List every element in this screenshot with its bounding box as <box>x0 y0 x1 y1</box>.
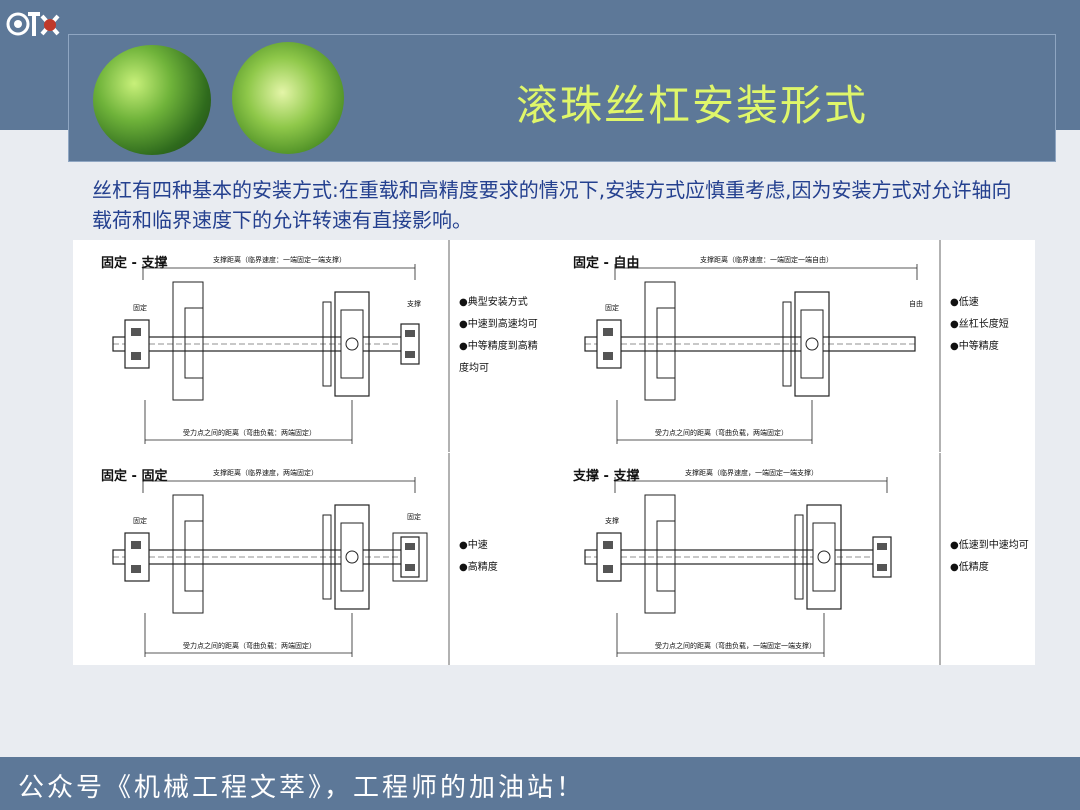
right-end-label: 支撑 <box>407 299 421 308</box>
left-bearing-ball <box>603 352 613 360</box>
mounting-notes: ●低速 ●丝杠长度短 ●中等精度 <box>950 292 1009 358</box>
left-end-label: 固定 <box>133 516 147 525</box>
mounting-panel: 支撑距离（临界速度，一端固定一端支撑） 受力点之间的距离（弯曲负载，一端固定一端支… <box>545 453 1035 665</box>
right-bearing-ball <box>877 543 887 550</box>
note-item: ●低速到中速均可 <box>950 540 1029 551</box>
ballscrew-diagram: 支撑距离（临界速度，两端固定） 受力点之间的距离（弯曲负载：两端固定） 固定 固定 <box>112 453 450 665</box>
note-item: ●低精度 <box>950 562 989 573</box>
nut-flange <box>782 301 792 387</box>
ballscrew-diagram: 支撑距离（临界速度，一端固定一端支撑） 受力点之间的距离（弯曲负载，一端固定一端支… <box>584 453 941 665</box>
left-housing-inner <box>656 520 676 592</box>
ball-nut <box>334 504 370 610</box>
footer-text: 公众号《机械工程文萃》，工程师的加油站！ <box>18 773 586 803</box>
mounting-notes: ●中速 ●高精度 <box>459 535 498 579</box>
left-bearing <box>124 319 150 369</box>
bottom-dimension-label: 受力点之间的距离（弯曲负载：两端固定） <box>183 641 316 650</box>
note-item: ●高精度 <box>459 562 498 573</box>
note-item: ●中速 <box>459 540 488 551</box>
ball-nut-body <box>340 522 364 592</box>
mounting-type-title: 支撑 - 支撑 <box>573 469 640 484</box>
left-bearing-ball <box>131 565 141 573</box>
mounting-type-title: 固定 - 自由 <box>573 256 640 271</box>
mounting-notes: ●低速到中速均可 ●低精度 <box>950 535 1029 579</box>
ball-nut-body <box>800 309 824 379</box>
ballscrew-diagram: 支撑距离（临界速度：一端固定一端支撑） 受力点之间的距离（弯曲负载：两端固定） 固定… <box>112 240 450 452</box>
right-fixed-housing <box>392 532 428 582</box>
bottom-dimension-label: 受力点之间的距离（弯曲负载：两端固定） <box>183 428 316 437</box>
nut-flange <box>794 514 804 600</box>
right-bearing-ball <box>405 351 415 358</box>
right-bearing-ball <box>405 330 415 337</box>
right-bearing-ball <box>405 564 415 571</box>
left-housing-inner <box>184 307 204 379</box>
left-housing-inner <box>184 520 204 592</box>
ball-nut <box>806 504 842 610</box>
intro-paragraph: 丝杠有四种基本的安装方式:在重载和高精度要求的情况下,安装方式应慎重考虑,因为安… <box>92 178 1012 232</box>
ball-nut <box>334 291 370 397</box>
left-bearing-ball <box>131 328 141 336</box>
ball-nut <box>794 291 830 397</box>
top-dimension-label: 支撑距离（临界速度：一端固定一端自由） <box>700 255 833 264</box>
bottom-dimension-label: 受力点之间的距离（弯曲负载，两端固定） <box>655 428 788 437</box>
top-dimension-label: 支撑距离（临界速度，一端固定一端支撑） <box>685 468 818 477</box>
left-bearing-ball <box>603 541 613 549</box>
ball-nut-body <box>812 522 836 592</box>
page-title: 滚珠丝杠安装形式 <box>516 81 869 130</box>
nut-flange <box>322 514 332 600</box>
top-dimension-label: 支撑距离（临界速度：一端固定一端支撑） <box>213 255 346 264</box>
note-item: 度均可 <box>459 363 489 374</box>
note-item: ●典型安装方式 <box>459 297 528 308</box>
left-bearing <box>596 532 622 582</box>
mounting-notes: ●典型安装方式 ●中速到高速均可 ●中等精度到高精度均可 <box>459 292 538 380</box>
diagram-sheet: 支撑距离（临界速度：一端固定一端支撑） 受力点之间的距离（弯曲负载：两端固定） 固定… <box>73 240 1035 665</box>
right-end-label: 自由 <box>909 299 923 308</box>
right-end-label: 固定 <box>407 512 421 521</box>
leaf-photo-1 <box>93 45 211 155</box>
note-item: ●中等精度 <box>950 341 999 352</box>
left-bearing <box>596 319 622 369</box>
left-bearing-ball <box>603 328 613 336</box>
left-bearing-ball <box>603 565 613 573</box>
note-item: ●低速 <box>950 297 979 308</box>
bottom-dimension-label: 受力点之间的距离（弯曲负载，一端固定一端支撑） <box>655 641 816 650</box>
nut-ball-circle <box>805 337 819 351</box>
note-item: ●中速到高速均可 <box>459 319 538 330</box>
mounting-panel: 支撑距离（临界速度：一端固定一端自由） 受力点之间的距离（弯曲负载，两端固定） 固定… <box>545 240 1035 452</box>
ball-nut-body <box>340 309 364 379</box>
footer-bar: 公众号《机械工程文萃》，工程师的加油站！ <box>0 757 1080 810</box>
left-bearing <box>124 532 150 582</box>
nut-ball-circle <box>345 550 359 564</box>
mounting-type-title: 固定 - 支撑 <box>101 256 168 271</box>
left-end-label: 支撑 <box>605 516 619 525</box>
mounting-type-title: 固定 - 固定 <box>101 469 168 484</box>
mounting-panel: 支撑距离（临界速度：一端固定一端支撑） 受力点之间的距离（弯曲负载：两端固定） 固定… <box>73 240 543 452</box>
right-bearing-ball <box>877 564 887 571</box>
right-bearing-ball <box>405 543 415 550</box>
note-item: ●丝杠长度短 <box>950 319 1009 330</box>
leaf-photo-2 <box>232 42 344 154</box>
left-housing-inner <box>656 307 676 379</box>
mounting-panel: 支撑距离（临界速度，两端固定） 受力点之间的距离（弯曲负载：两端固定） 固定 固定 固定… <box>73 453 543 665</box>
left-end-label: 固定 <box>133 303 147 312</box>
left-bearing-ball <box>131 352 141 360</box>
left-bearing-ball <box>131 541 141 549</box>
nut-ball-circle <box>345 337 359 351</box>
company-logo-icon <box>6 12 60 36</box>
left-end-label: 固定 <box>605 303 619 312</box>
ballscrew-diagram: 支撑距离（临界速度：一端固定一端自由） 受力点之间的距离（弯曲负载，两端固定） 固定… <box>584 240 941 452</box>
note-item: ●中等精度到高精 <box>459 341 538 352</box>
top-dimension-label: 支撑距离（临界速度，两端固定） <box>213 468 318 477</box>
nut-flange <box>322 301 332 387</box>
nut-ball-circle <box>817 550 831 564</box>
